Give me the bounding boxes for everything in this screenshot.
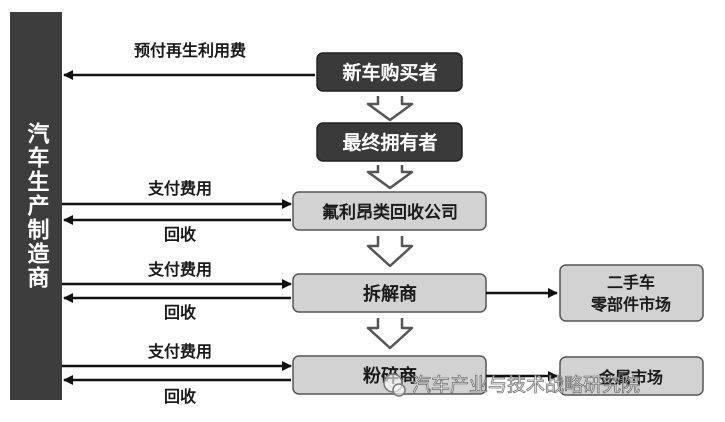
used-parts-market-box [559,264,704,322]
flow-arrow-3 [366,236,414,268]
used-parts-market-label-line2: 零部件市场 [590,295,671,314]
prepay-label: 预付再生利用费 [134,41,246,60]
manufacturer-bar [10,12,62,400]
wechat-icon-inner [392,383,406,397]
flow-arrow-2 [366,165,414,190]
recycle-label-1: 回收 [164,225,196,244]
final-owner-label: 最终拥有者 [342,131,437,154]
new-buyer-label: 新车购买者 [342,61,437,84]
pay-fee-label-1: 支付费用 [147,179,212,198]
dismantler-label: 拆解商 [363,283,417,305]
recycle-label-2: 回收 [164,303,196,322]
flow-arrow-1 [366,96,414,122]
metal-market-box [559,356,704,396]
freon-recycler-label: 氟利昂类回收公司 [322,202,458,223]
used-parts-market-label-line1: 二手车 [607,273,655,292]
manufacturer-label: 汽车生产制造商 [24,121,50,290]
pay-fee-label-2: 支付费用 [147,260,212,279]
watermark-text: 汽车产业与技术战略研究院 [412,374,640,396]
recycle-label-3: 回收 [164,387,196,406]
final-owner-box [316,122,463,162]
metal-market-label: 金属市场 [598,368,663,387]
freon-recycler-box [292,191,487,231]
pay-fee-label-3: 支付费用 [147,342,212,361]
flow-arrow-4 [366,318,414,350]
new-buyer-box [316,52,463,92]
watermark: 汽车产业与技术战略研究院 [383,373,640,397]
